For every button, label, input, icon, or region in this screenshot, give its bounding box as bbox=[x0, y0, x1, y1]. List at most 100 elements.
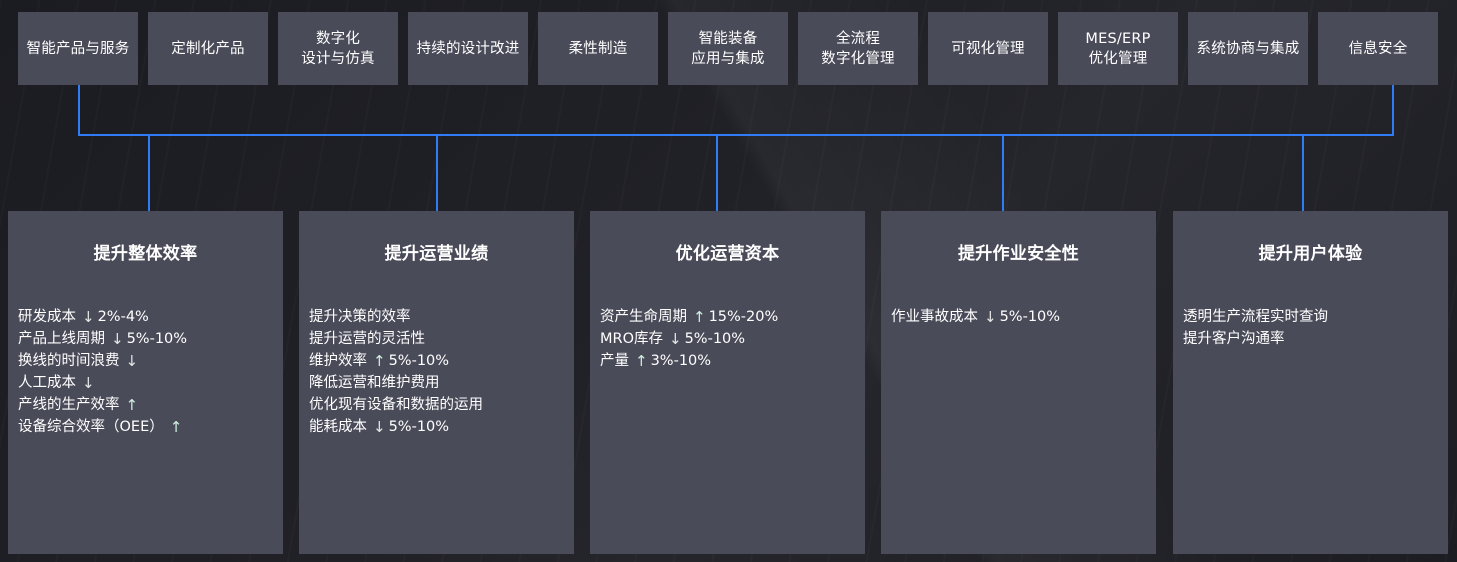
item-text: 作业事故成本 bbox=[891, 309, 978, 325]
item-text: 透明生产流程实时查询 bbox=[1183, 309, 1328, 325]
top-box-label: 信息安全 bbox=[1348, 40, 1408, 57]
top-box-smart-equipment: 智能装备 应用与集成 bbox=[668, 12, 788, 85]
arrow-up-icon: ↑ bbox=[635, 352, 648, 370]
arrow-down-icon: ↓ bbox=[984, 308, 997, 326]
arrow-down-icon: ↓ bbox=[82, 374, 95, 392]
item-value: 5%-10% bbox=[126, 331, 188, 347]
card-item: 优化现有设备和数据的运用 bbox=[309, 394, 566, 416]
connector-drop-5 bbox=[1302, 134, 1304, 211]
top-box-flexible-manufacturing: 柔性制造 bbox=[538, 12, 658, 85]
card-item: 提升运营的灵活性 bbox=[309, 328, 566, 350]
top-box-full-process: 全流程 数字化管理 bbox=[798, 12, 918, 85]
arrow-up-icon: ↑ bbox=[169, 418, 183, 436]
card-items: 研发成本↓2%-4% 产品上线周期↓5%-10% 换线的时间浪费↓ 人工成本↓ … bbox=[18, 306, 275, 438]
connector-line-right bbox=[1392, 85, 1394, 136]
card-items: 作业事故成本 ↓5%-10% bbox=[891, 306, 1148, 328]
item-text: 资产生命周期 bbox=[600, 309, 687, 325]
arrow-down-icon: ↓ bbox=[669, 330, 682, 348]
top-box-visual-management: 可视化管理 bbox=[928, 12, 1048, 85]
card-item: 降低运营和维护费用 bbox=[309, 372, 566, 394]
card-overall-efficiency: 提升整体效率 研发成本↓2%-4% 产品上线周期↓5%-10% 换线的时间浪费↓… bbox=[8, 211, 283, 554]
item-value: 5%-10% bbox=[999, 309, 1061, 325]
item-text: 维护效率 bbox=[309, 353, 367, 369]
item-value: 5%-10% bbox=[684, 331, 746, 347]
arrow-up-icon: ↑ bbox=[373, 352, 386, 370]
card-user-experience: 提升用户体验 透明生产流程实时查询 提升客户沟通率 bbox=[1173, 211, 1448, 554]
item-text: 降低运营和维护费用 bbox=[309, 375, 440, 391]
card-title: 提升整体效率 bbox=[93, 244, 198, 264]
connector-drop-1 bbox=[148, 134, 150, 211]
item-text: 人工成本 bbox=[18, 375, 76, 391]
item-value: 3%-10% bbox=[650, 353, 712, 369]
arrow-up-icon: ↑ bbox=[125, 396, 139, 414]
card-item: MRO库存 ↓5%-10% bbox=[600, 328, 857, 350]
top-box-info-security: 信息安全 bbox=[1318, 12, 1438, 85]
top-box-label: MES/ERP 优化管理 bbox=[1085, 30, 1151, 67]
top-box-label: 智能产品与服务 bbox=[26, 40, 130, 57]
connector-line-horizontal bbox=[78, 134, 1394, 136]
card-item: 维护效率 ↑5%-10% bbox=[309, 350, 566, 372]
card-items: 透明生产流程实时查询 提升客户沟通率 bbox=[1183, 306, 1440, 350]
item-text: 产品上线周期 bbox=[18, 331, 105, 347]
top-box-design-improvement: 持续的设计改进 bbox=[408, 12, 528, 85]
item-text: 提升决策的效率 bbox=[309, 309, 411, 325]
card-item: 透明生产流程实时查询 bbox=[1183, 306, 1440, 328]
card-title: 优化运营资本 bbox=[675, 244, 780, 264]
card-item: 提升客户沟通率 bbox=[1183, 328, 1440, 350]
card-items: 提升决策的效率 提升运营的灵活性 维护效率↑5%-10% 降低运营和维护费用 优… bbox=[309, 306, 566, 438]
arrow-down-icon: ↓ bbox=[373, 418, 386, 436]
card-title: 提升用户体验 bbox=[1258, 244, 1363, 264]
card-item: 提升决策的效率 bbox=[309, 306, 566, 328]
card-title: 提升作业安全性 bbox=[957, 244, 1080, 264]
top-box-digital-design: 数字化 设计与仿真 bbox=[278, 12, 398, 85]
card-title: 提升运营业绩 bbox=[384, 244, 489, 264]
connector-line-left bbox=[78, 85, 80, 136]
top-box-label: 系统协商与集成 bbox=[1196, 40, 1300, 57]
item-text: 换线的时间浪费 bbox=[18, 353, 120, 369]
top-box-label: 可视化管理 bbox=[951, 40, 1025, 57]
item-text: 设备综合效率（OEE） bbox=[18, 419, 164, 435]
connector-drop-4 bbox=[1002, 134, 1004, 211]
card-operation-safety: 提升作业安全性 作业事故成本 ↓5%-10% bbox=[881, 211, 1156, 554]
top-box-label: 持续的设计改进 bbox=[416, 40, 520, 57]
top-box-system-integration: 系统协商与集成 bbox=[1188, 12, 1308, 85]
card-item: 产线的生产效率 ↑ bbox=[18, 394, 275, 416]
card-item: 换线的时间浪费 ↓ bbox=[18, 350, 275, 372]
card-item: 产品上线周期 ↓5%-10% bbox=[18, 328, 275, 350]
card-item: 产量 ↑3%-10% bbox=[600, 350, 857, 372]
arrow-up-icon: ↑ bbox=[693, 308, 706, 326]
top-box-label: 数字化 设计与仿真 bbox=[301, 30, 375, 67]
item-text: 产线的生产效率 bbox=[18, 397, 120, 413]
top-box-label: 全流程 数字化管理 bbox=[821, 30, 895, 67]
item-text: 提升客户沟通率 bbox=[1183, 331, 1285, 347]
item-value: 5%-10% bbox=[388, 353, 450, 369]
item-value: 2%-4% bbox=[97, 309, 149, 325]
card-operating-capital: 优化运营资本 资产生命周期↑15%-20% MRO库存↓5%-10% 产量↑3%… bbox=[590, 211, 865, 554]
item-text: 能耗成本 bbox=[309, 419, 367, 435]
connector-drop-3 bbox=[716, 134, 718, 211]
top-box-customized-products: 定制化产品 bbox=[148, 12, 268, 85]
item-text: 产量 bbox=[600, 353, 629, 369]
card-item: 能耗成本 ↓5%-10% bbox=[309, 416, 566, 438]
card-items: 资产生命周期↑15%-20% MRO库存↓5%-10% 产量↑3%-10% bbox=[600, 306, 857, 372]
arrow-down-icon: ↓ bbox=[125, 352, 139, 370]
arrow-down-icon: ↓ bbox=[82, 308, 95, 326]
arrow-down-icon: ↓ bbox=[111, 330, 124, 348]
top-box-label: 定制化产品 bbox=[171, 40, 245, 57]
item-text: 提升运营的灵活性 bbox=[309, 331, 425, 347]
item-text: 优化现有设备和数据的运用 bbox=[309, 397, 483, 413]
card-operational-performance: 提升运营业绩 提升决策的效率 提升运营的灵活性 维护效率↑5%-10% 降低运营… bbox=[299, 211, 574, 554]
item-value: 5%-10% bbox=[388, 419, 450, 435]
card-item: 设备综合效率（OEE） ↑ bbox=[18, 416, 275, 438]
item-text: 研发成本 bbox=[18, 309, 76, 325]
card-item: 资产生命周期↑15%-20% bbox=[600, 306, 857, 328]
card-item: 人工成本 ↓ bbox=[18, 372, 275, 394]
top-box-mes-erp: MES/ERP 优化管理 bbox=[1058, 12, 1178, 85]
top-box-label: 智能装备 应用与集成 bbox=[691, 30, 765, 67]
top-box-label: 柔性制造 bbox=[568, 40, 628, 57]
connector-drop-2 bbox=[436, 134, 438, 211]
top-box-smart-products: 智能产品与服务 bbox=[18, 12, 138, 85]
card-item: 作业事故成本 ↓5%-10% bbox=[891, 306, 1148, 328]
item-text: MRO库存 bbox=[600, 331, 663, 347]
card-item: 研发成本 ↓2%-4% bbox=[18, 306, 275, 328]
